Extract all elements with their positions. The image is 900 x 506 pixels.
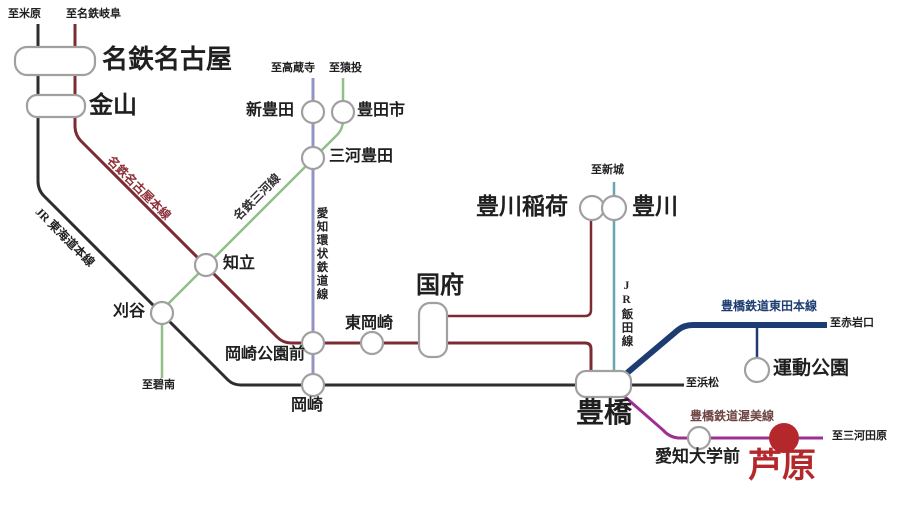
line-label-jr-iida: JR飯田線 [620,280,633,349]
station-label-toyohashi: 豊橋 [576,398,633,429]
meitetsu-toyokawa-line [446,212,593,318]
station-dot-toyotashi [330,99,356,125]
station-label-undo-koen: 運動公園 [773,358,850,379]
station-label-okazaki: 岡崎 [291,397,324,414]
station-box-ko [417,301,449,359]
station-label-toyotashi: 豊田市 [357,102,406,119]
station-box-toyohashi [574,369,633,399]
station-label-aichi-daigaku-mae: 愛知大学前 [655,447,740,466]
station-dot-ashihara-highlight [769,423,799,453]
station-box-kanayama [25,93,87,119]
station-label-toyokawa-inari: 豊川稲荷 [476,194,568,219]
station-dot-mikawa-toyota [300,145,326,171]
station-dot-okazaki [300,372,326,398]
toyotetsu-atsumi-line [623,394,823,440]
station-label-kanayama: 金山 [89,93,137,119]
terminal-label-shinshiro: 至新城 [591,164,624,176]
station-label-shin-toyota: 新豊田 [246,102,295,119]
toyotetsu-azumada-line [625,322,827,376]
station-label-okazaki-koen-mae: 岡崎公園前 [225,346,306,363]
terminal-label-akaiwaguchi: 至赤岩口 [830,317,874,329]
station-label-higashi-okazaki: 東岡崎 [345,315,394,332]
station-dot-aichi-daigaku-mae [686,425,712,451]
terminal-label-maibara: 至米原 [8,8,41,20]
station-label-chiryu: 知立 [223,255,256,272]
station-dot-higashi-okazaki [359,330,385,356]
station-dot-kariya [149,300,175,326]
station-dot-undo-koen [743,356,771,384]
station-label-kariya: 刈谷 [113,303,146,320]
line-label-toyotetsu-azumada: 豊橋鉄道東田本線 [721,299,818,313]
station-dot-shin-toyota [300,99,326,125]
station-label-ko: 国府 [416,273,464,299]
terminal-label-mikawa-tahara: 至三河田原 [832,430,887,442]
station-dot-toyokawa-inari [578,194,606,222]
jr-tokaido-line [36,24,684,387]
terminal-label-hamamatsu: 至浜松 [686,377,719,389]
station-label-toyokawa: 豊川 [632,194,678,219]
terminal-label-sanage: 至猿投 [329,62,362,74]
line-label-toyotetsu-atsumi: 豊橋鉄道渥美線 [690,409,775,423]
station-label-ashihara: 芦原 [748,448,816,485]
station-dot-toyokawa [600,194,628,222]
meitetsu-nagoya-honsen-line [73,24,593,372]
terminal-label-kozoji: 至高蔵寺 [271,62,315,74]
station-dot-chiryu [193,252,219,278]
station-label-mikawa-toyota: 三河豊田 [329,148,394,165]
terminal-label-hekinan: 至碧南 [142,379,175,391]
station-box-meitetsu-nagoya [13,45,97,77]
line-label-aichi-kanjo: 愛知環状鉄道線 [315,207,328,302]
terminal-label-meitetsu-gifu: 至名鉄岐阜 [66,8,121,20]
station-dot-okazaki-koen-mae [300,330,326,356]
station-label-meitetsu-nagoya: 名鉄名古屋 [102,45,233,74]
